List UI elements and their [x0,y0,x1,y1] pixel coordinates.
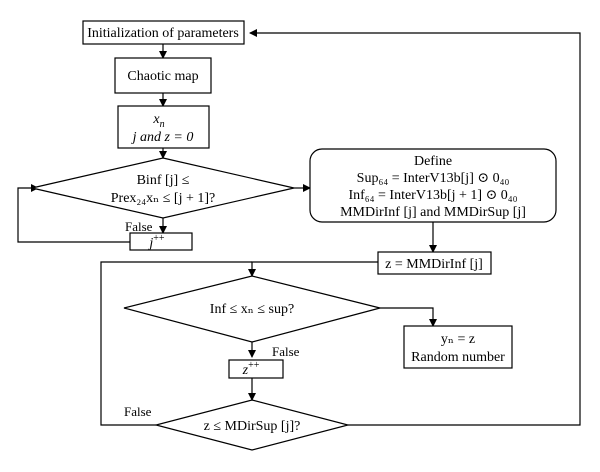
z-assign-box [377,251,492,275]
diamond3-shape [153,399,351,451]
xn-label: xn [152,112,164,130]
chaotic-box [114,57,212,94]
node-chaotic-map: Chaotic map [114,57,212,94]
node-xn-init: xn j and z = 0 [117,105,210,149]
jpp-label: j++ [147,233,165,251]
yn-line2: Random number [411,350,505,365]
chaotic-label: Chaotic map [127,69,198,84]
zpp-superscript: ++ [248,360,260,371]
init-label: Initialization of parameters [87,26,239,41]
arrow-z-to-diamond2 [248,261,378,277]
node-init: Initialization of parameters [82,20,245,45]
diamond1-shape [31,157,295,219]
jpp-box [129,232,193,251]
node-decision-range: Inf ≤ xₙ ≤ sup? [123,275,381,343]
jz-init-label: j and z = 0 [131,130,194,145]
false-label-1: False [125,219,153,234]
arrow-diamond3-to-init [249,29,581,426]
diamond1-line1: Binf [j] ≤ [137,173,190,188]
diamond2-label: Inf ≤ xₙ ≤ sup? [210,302,294,317]
z-assign-label: z = MMDirInf [j] [385,257,483,272]
false-label-2: False [272,344,300,359]
arrow-diamond2-to-yn [380,307,437,327]
node-output-yn: yₙ = z Random number [403,325,513,369]
node-decision-mdirsup: z ≤ MDirSup [j]? [153,399,351,451]
arrow-diamond3-false-loop [100,261,252,426]
false-label-3: False [124,404,152,419]
zpp-label: z++ [242,360,260,378]
node-define: Define Sup₆₄ = InterV13b[j] ⊙ 0₄₀ Inf₆₄ … [309,148,557,223]
yn-line1: yₙ = z [441,332,475,347]
diamond2-shape [123,275,381,343]
node-decision-binf: Binf [j] ≤ Prex₂₄xₙ ≤ [j + 1]? [31,157,295,219]
diamond1-line2: Prex₂₄xₙ ≤ [j + 1]? [111,191,216,206]
jpp-superscript: ++ [153,233,165,244]
define-title: Define [414,154,452,169]
jpp-symbol: j [147,236,153,251]
node-j-increment: j++ [129,232,193,251]
zpp-symbol: z [242,363,249,378]
xn-subscript: n [160,119,165,130]
define-line3: MMDirInf [j] and MMDirSup [j] [340,205,526,220]
xn-symbol: x [152,112,160,127]
node-z-assign: z = MMDirInf [j] [377,251,492,275]
define-box [309,148,557,223]
connectors [17,29,581,426]
arrow-jpp-loop [17,184,130,243]
zpp-box [228,359,284,379]
init-box [82,20,245,45]
diamond3-label: z ≤ MDirSup [j]? [204,419,301,434]
yn-box [403,325,513,369]
define-line2: Inf₆₄ = InterV13b[j + 1] ⊙ 0₄₀ [348,188,517,203]
node-z-increment: z++ [228,359,284,379]
xn-box [117,105,210,149]
define-line1: Sup₆₄ = InterV13b[j] ⊙ 0₄₀ [357,171,510,186]
